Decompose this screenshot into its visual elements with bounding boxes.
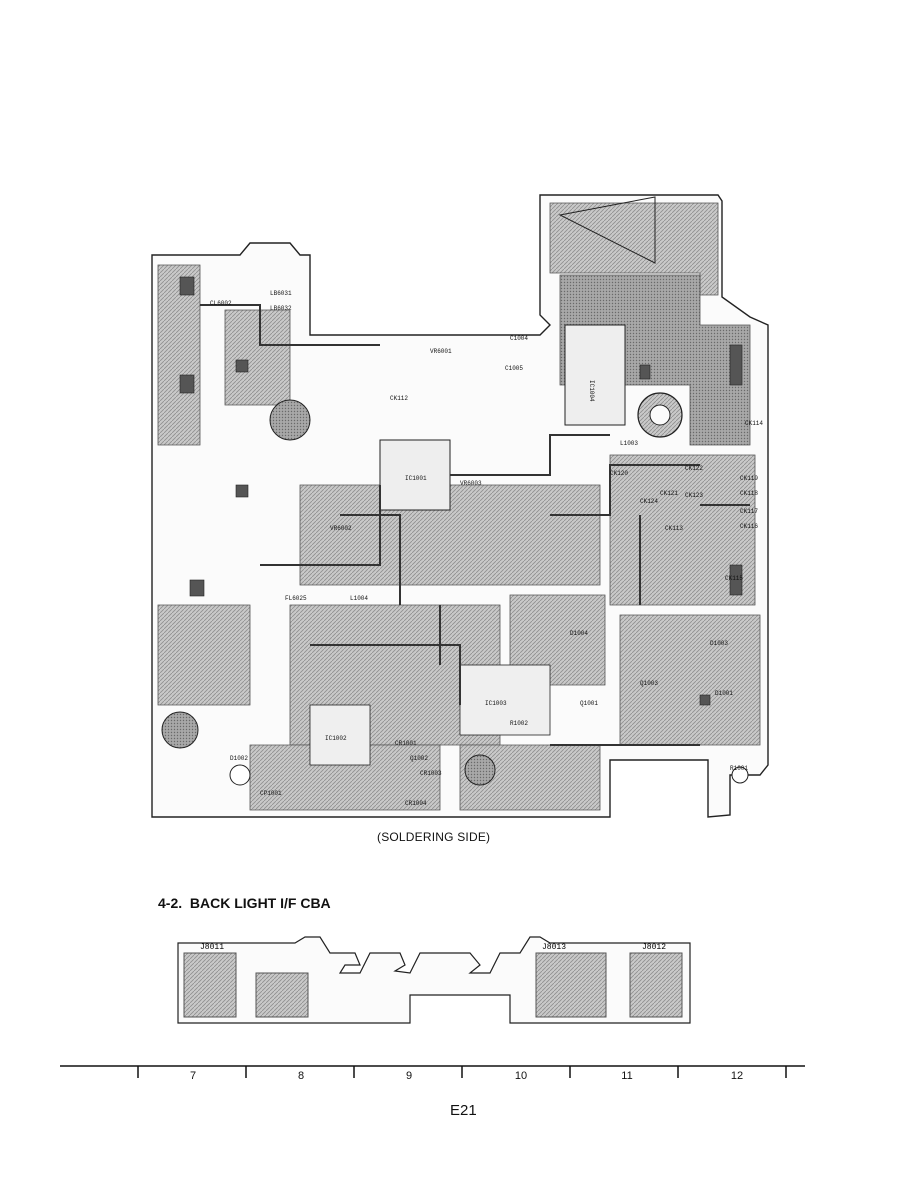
svg-text:CK122: CK122	[685, 465, 703, 472]
main-pcb-diagram: IC1001 IC1004 IC1003 IC1002 C1004 C1005 …	[151, 194, 769, 818]
connector-label-j8013: J8013	[542, 943, 566, 952]
svg-text:CK118: CK118	[740, 490, 758, 497]
svg-text:CK116: CK116	[740, 523, 758, 530]
svg-text:CL6002: CL6002	[210, 300, 232, 307]
svg-text:C1005: C1005	[505, 365, 523, 372]
svg-text:CK112: CK112	[390, 395, 408, 402]
ruler-label-7: 7	[189, 1070, 197, 1082]
svg-text:CP1001: CP1001	[260, 790, 282, 797]
svg-text:CK115: CK115	[725, 575, 743, 582]
ruler-label-10: 10	[514, 1070, 528, 1082]
svg-text:CK113: CK113	[665, 525, 683, 532]
svg-text:L1003: L1003	[620, 440, 638, 447]
svg-text:IC1002: IC1002	[325, 735, 347, 742]
svg-text:Q1001: Q1001	[580, 700, 598, 707]
svg-text:FL6025: FL6025	[285, 595, 307, 602]
grid-ruler	[60, 1065, 805, 1078]
svg-text:R1001: R1001	[730, 765, 748, 772]
ruler-label-8: 8	[297, 1070, 305, 1082]
svg-text:LB6032: LB6032	[270, 305, 292, 312]
svg-text:CK120: CK120	[610, 470, 628, 477]
section-number: 4-2.	[158, 895, 183, 911]
svg-text:CR1004: CR1004	[405, 800, 427, 807]
ruler-label-9: 9	[405, 1070, 413, 1082]
svg-text:CK124: CK124	[640, 498, 658, 505]
svg-text:VR6001: VR6001	[430, 348, 452, 355]
section-heading: 4-2. BACK LIGHT I/F CBA	[158, 895, 331, 911]
section-title: BACK LIGHT I/F CBA	[189, 895, 331, 911]
svg-text:VR6002: VR6002	[330, 525, 352, 532]
svg-text:IC1004: IC1004	[588, 380, 595, 402]
soldering-side-caption: (SOLDERING SIDE)	[377, 830, 491, 844]
svg-text:D1004: D1004	[570, 630, 588, 637]
svg-text:IC1001: IC1001	[405, 475, 427, 482]
ruler-label-11: 11	[621, 1070, 633, 1082]
svg-text:CR1001: CR1001	[395, 740, 417, 747]
svg-text:C1004: C1004	[510, 335, 528, 342]
connector-label-j8011: J8011	[200, 943, 224, 952]
backlight-pcb-diagram: J8011 J8013 J8012	[177, 936, 691, 1024]
svg-text:LB6031: LB6031	[270, 290, 292, 297]
svg-text:CK119: CK119	[740, 475, 758, 482]
svg-text:IC1003: IC1003	[485, 700, 507, 707]
svg-text:L1004: L1004	[350, 595, 368, 602]
svg-text:CK114: CK114	[745, 420, 763, 427]
svg-text:D1002: D1002	[230, 755, 248, 762]
connector-label-j8012: J8012	[642, 943, 666, 952]
svg-text:CR1003: CR1003	[420, 770, 442, 777]
page-number: E21	[450, 1102, 477, 1119]
svg-text:CK123: CK123	[685, 492, 703, 499]
svg-text:CK117: CK117	[740, 508, 758, 515]
svg-text:D1003: D1003	[710, 640, 728, 647]
ruler-label-12: 12	[730, 1070, 744, 1082]
svg-text:CK121: CK121	[660, 490, 678, 497]
svg-text:R1002: R1002	[510, 720, 528, 727]
svg-text:Q1003: Q1003	[640, 680, 658, 687]
svg-text:VR6003: VR6003	[460, 480, 482, 487]
svg-text:D1001: D1001	[715, 690, 733, 697]
svg-text:Q1002: Q1002	[410, 755, 428, 762]
